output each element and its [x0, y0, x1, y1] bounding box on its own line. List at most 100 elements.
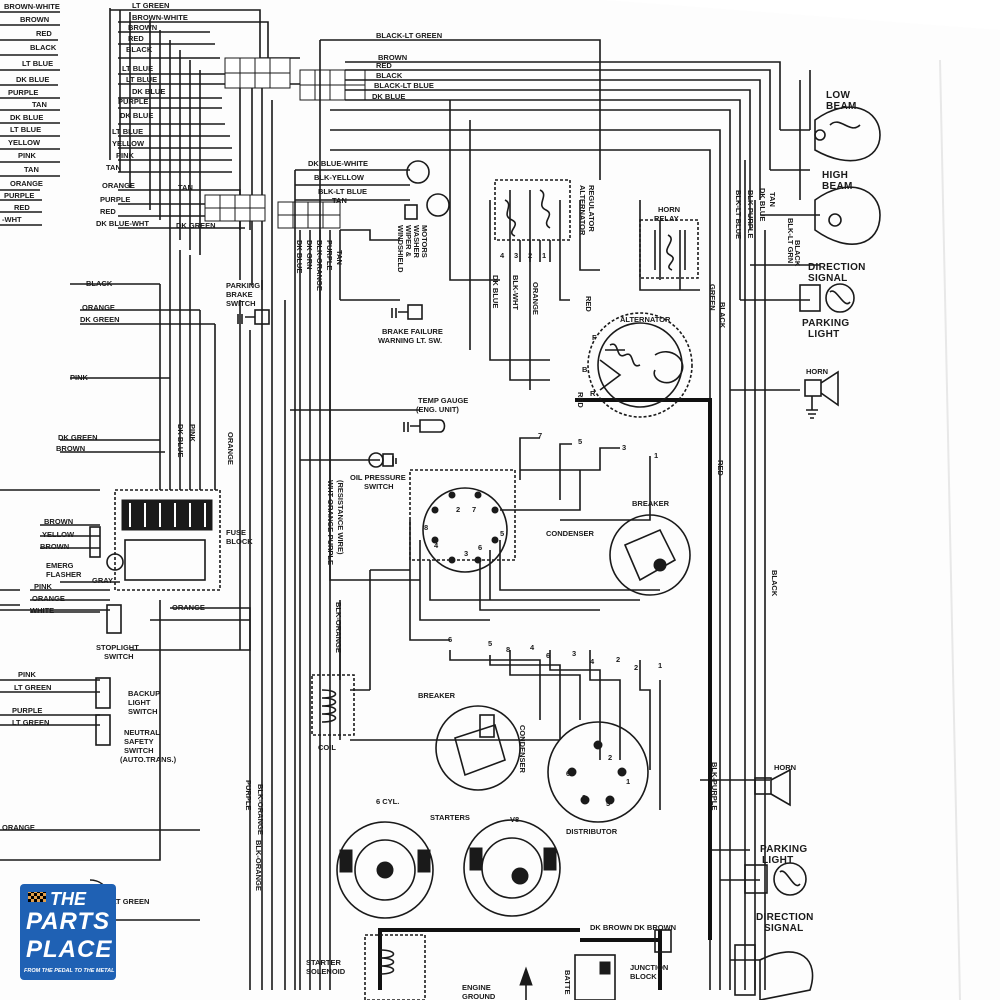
- checkered-flag-icon: [28, 892, 46, 902]
- starter-6cyl: [336, 821, 434, 919]
- svg-text:ORANGE: ORANGE: [10, 179, 43, 188]
- svg-text:RED: RED: [36, 29, 52, 38]
- svg-text:BROWN-WHITE: BROWN-WHITE: [132, 13, 188, 22]
- alternator-regulator: [494, 179, 571, 262]
- svg-text:5: 5: [578, 437, 582, 446]
- svg-text:PURPLE: PURPLE: [12, 706, 42, 715]
- svg-text:5: 5: [500, 529, 504, 538]
- svg-text:5: 5: [488, 639, 492, 648]
- svg-text:DK BROWN: DK BROWN: [590, 923, 632, 932]
- svg-text:BROWN: BROWN: [128, 23, 157, 32]
- svg-text:RED: RED: [376, 61, 392, 70]
- wire-labels-wiper: DK BLUE-WHITE BLK-YELLOW BLK-LT BLUE TAN: [308, 159, 368, 205]
- svg-text:BLACK: BLACK: [126, 45, 153, 54]
- starter-solenoid: [364, 934, 426, 1000]
- svg-text:BROWN: BROWN: [56, 444, 85, 453]
- svg-text:BLACK-LT GREEN: BLACK-LT GREEN: [376, 31, 442, 40]
- svg-text:4: 4: [434, 541, 439, 550]
- svg-text:BLK-LT BLUE: BLK-LT BLUE: [734, 190, 743, 239]
- svg-text:BLACK: BLACK: [770, 570, 779, 597]
- svg-text:BLACK-LT BLUE: BLACK-LT BLUE: [374, 81, 434, 90]
- the-parts-place-logo[interactable]: THE PARTS PLACE FROM THE PEDAL TO THE ME…: [20, 884, 116, 980]
- svg-text:ORANGE: ORANGE: [531, 282, 540, 315]
- svg-text:DK BLUE-WHT: DK BLUE-WHT: [96, 219, 149, 228]
- direction-signal-lamp-top: [799, 283, 855, 313]
- svg-text:DK BLUE: DK BLUE: [758, 188, 767, 221]
- parking-brake-switch: [237, 309, 270, 325]
- svg-text:4: 4: [530, 643, 535, 652]
- wire-labels-vertical-mid: DK BLUE DK GRN BLK-ORANGE PURPLE TAN: [295, 240, 344, 291]
- direction-signal-bottom-lamp: [734, 944, 814, 1000]
- logo-line1: THE: [50, 889, 86, 909]
- svg-text:YELLOW: YELLOW: [8, 138, 41, 147]
- wire-labels-regulator: DK BLUE BLK-WHT ORANGE: [491, 275, 540, 315]
- starter-v8: [463, 819, 561, 917]
- svg-text:PINK: PINK: [188, 424, 197, 443]
- svg-text:WHITE: WHITE: [30, 606, 54, 615]
- brake-failure-switch: [391, 304, 423, 320]
- svg-text:BLK-YELLOW: BLK-YELLOW: [314, 173, 365, 182]
- battery-label: BATTE: [563, 970, 572, 994]
- wire-labels-bottom-run: DK BROWN: [634, 923, 676, 932]
- svg-text:7: 7: [472, 505, 476, 514]
- svg-text:YELLOW: YELLOW: [42, 530, 75, 539]
- svg-text:PURPLE: PURPLE: [325, 240, 334, 270]
- svg-text:ORANGE: ORANGE: [82, 303, 115, 312]
- svg-text:BROWN: BROWN: [378, 53, 407, 62]
- condenser-top-label: CONDENSER: [546, 529, 595, 538]
- svg-text:BLACK: BLACK: [793, 240, 802, 267]
- svg-text:4: 4: [590, 657, 595, 666]
- harness-connectors: [204, 57, 366, 229]
- svg-text:6: 6: [566, 769, 570, 778]
- svg-text:PINK: PINK: [34, 582, 53, 591]
- svg-text:DK GREEN: DK GREEN: [58, 433, 98, 442]
- svg-text:2: 2: [616, 655, 620, 664]
- terminal-numbers-regulator: 4 3 2 1: [500, 251, 546, 260]
- svg-text:TAN: TAN: [768, 192, 777, 207]
- svg-text:LT GREEN: LT GREEN: [132, 1, 169, 10]
- svg-text:3: 3: [514, 251, 518, 260]
- svg-text:BLACK: BLACK: [376, 71, 403, 80]
- terminal-numbers-distributor: 6 5 8 4 6 3 4 2 2 1 6 3 5 1 2: [448, 635, 662, 808]
- v8-label: V8: [510, 815, 519, 824]
- svg-text:LT BLUE: LT BLUE: [126, 75, 157, 84]
- horn-bottom: [754, 768, 791, 807]
- horn-relay: [639, 219, 699, 279]
- temp-gauge-sender: [403, 419, 446, 433]
- wire-labels-top-run: BLACK-LT GREEN BROWN RED BLACK BLACK-LT …: [372, 31, 442, 101]
- starters-label: STARTERS: [430, 813, 470, 822]
- alternator-label: ALTERNATOR: [620, 315, 671, 324]
- svg-text:BROWN-WHITE: BROWN-WHITE: [4, 2, 60, 11]
- svg-text:DK GREEN: DK GREEN: [176, 221, 216, 230]
- svg-text:PINK: PINK: [18, 151, 37, 160]
- svg-text:3: 3: [582, 793, 586, 802]
- ignition-switch: [409, 469, 516, 573]
- svg-text:BLK-ORANGE: BLK-ORANGE: [334, 602, 343, 653]
- svg-text:YELLOW: YELLOW: [112, 139, 145, 148]
- svg-text:BLACK: BLACK: [30, 43, 57, 52]
- svg-text:TAN: TAN: [106, 163, 121, 172]
- svg-text:ORANGE: ORANGE: [32, 594, 65, 603]
- svg-text:TAN: TAN: [24, 165, 39, 174]
- logo-line2: PARTS: [26, 908, 111, 935]
- svg-text:DK BLUE: DK BLUE: [295, 240, 304, 273]
- wire-labels-left-column: BROWN-WHITE BROWN RED BLACK LT BLUE DK B…: [2, 2, 60, 224]
- svg-text:RED: RED: [128, 34, 144, 43]
- svg-text:6: 6: [546, 651, 550, 660]
- svg-text:7: 7: [538, 431, 542, 440]
- coil-label: COIL: [318, 743, 336, 752]
- breaker-top-label: BREAKER: [632, 499, 670, 508]
- svg-text:RED: RED: [100, 207, 116, 216]
- engine-ground: [519, 966, 533, 1000]
- svg-text:BLK-WHT: BLK-WHT: [511, 275, 520, 310]
- svg-text:BLK-LT GRN: BLK-LT GRN: [786, 218, 795, 263]
- svg-text:DK BLUE: DK BLUE: [16, 75, 49, 84]
